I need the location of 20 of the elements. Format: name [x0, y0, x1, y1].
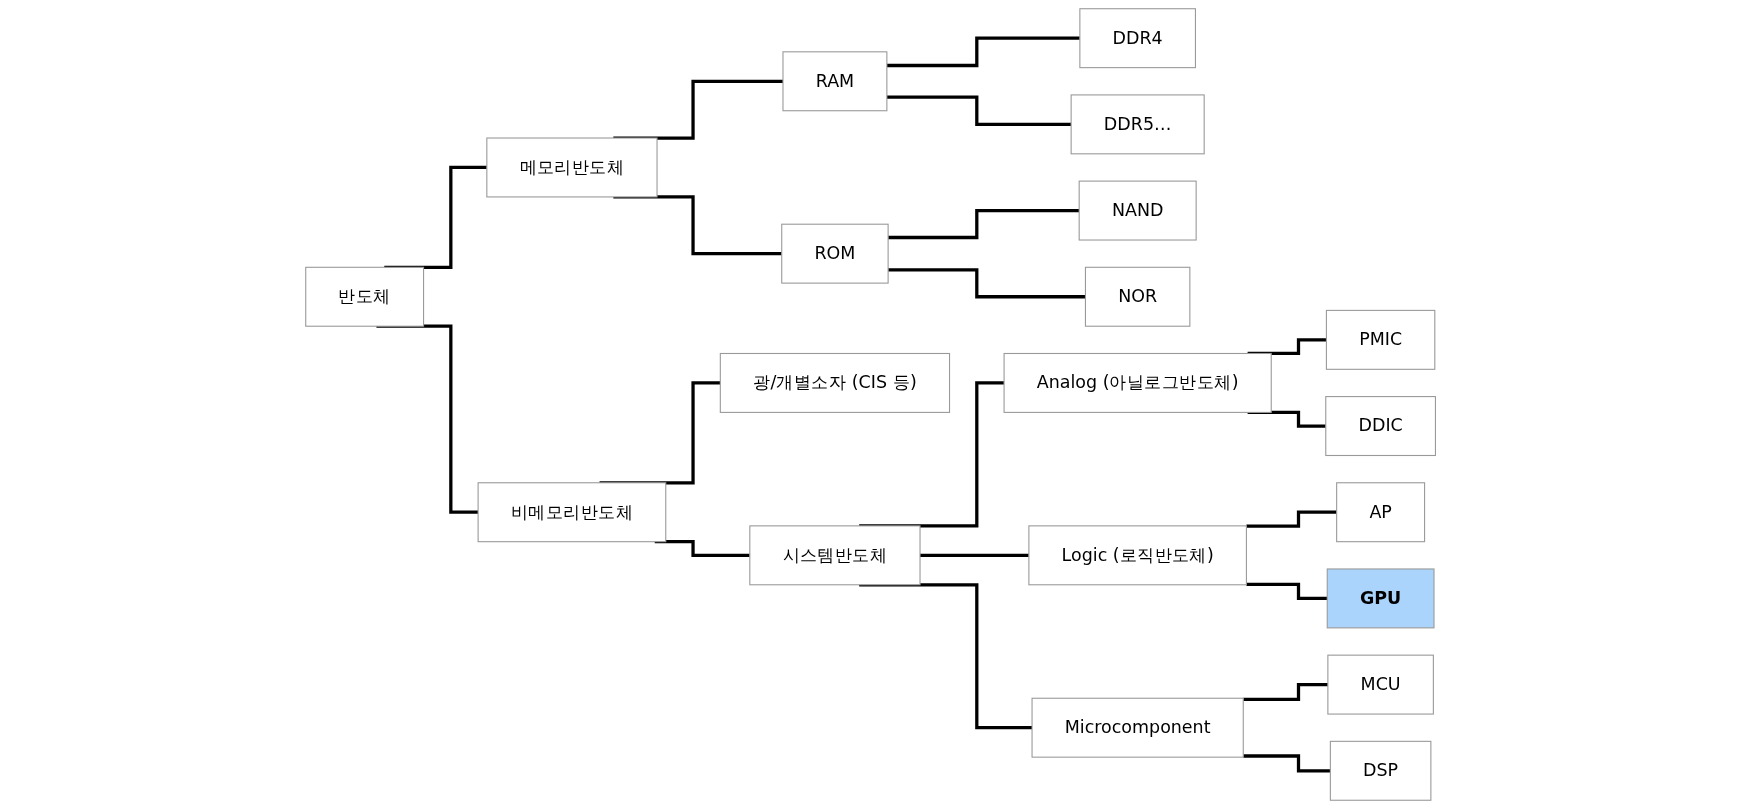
node-box: Microcomponent: [1031, 697, 1245, 758]
node-box: 비메모리반도체: [477, 482, 667, 543]
node-box: 메모리반도체: [486, 137, 658, 198]
node-box: 광/개별소자 (CIS 등): [720, 352, 951, 413]
node-box: DDIC: [1325, 396, 1437, 457]
node-box: NAND: [1079, 180, 1198, 241]
node-box: GPU: [1327, 568, 1435, 629]
node-box: DDR4: [1079, 8, 1197, 69]
node-box: MCU: [1327, 654, 1435, 715]
node-box: Analog (아닐로그반도체): [1003, 352, 1273, 413]
node-box: NOR: [1085, 266, 1191, 327]
node-box: PMIC: [1326, 309, 1436, 370]
node-box: RAM: [782, 51, 888, 112]
node-box: AP: [1336, 482, 1426, 543]
node-box: DSP: [1330, 740, 1432, 801]
node-box: ROM: [781, 223, 890, 284]
node-box: 반도체: [305, 266, 425, 327]
node-box: Logic (로직반도체): [1028, 525, 1248, 586]
node-box: DDR5…: [1071, 94, 1206, 155]
node-box: 시스템반도체: [749, 525, 921, 586]
